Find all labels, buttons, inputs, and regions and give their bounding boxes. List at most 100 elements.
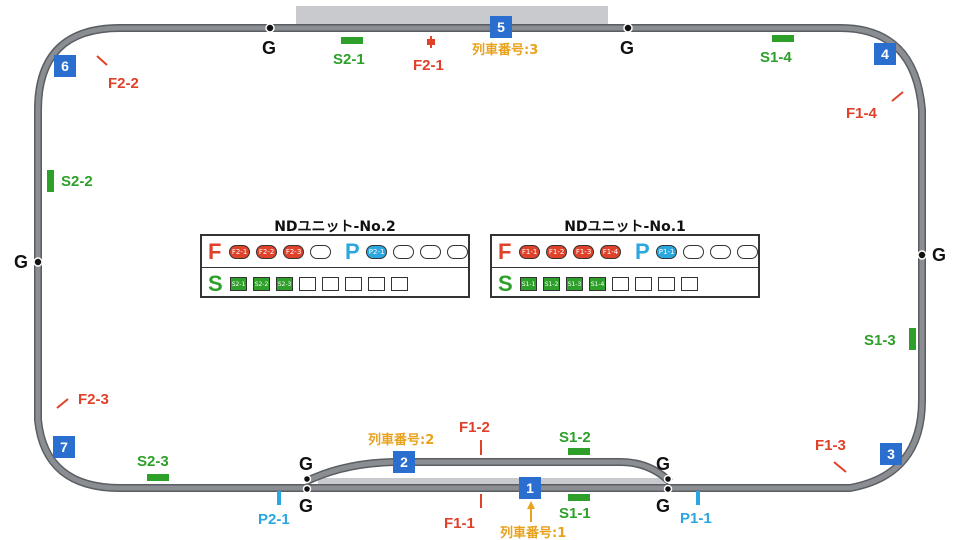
unit-2-s-row: S S2-1 S2-2 S2-3	[202, 268, 468, 300]
block-label-3: 3	[887, 446, 895, 462]
train-1-arrow-head	[527, 501, 535, 509]
s1-1-bar	[568, 494, 590, 501]
unit-2-s-slot	[391, 277, 408, 291]
unit-1-p-label: P	[634, 238, 650, 264]
block-label-1: 1	[526, 480, 534, 496]
gap-top-left-dot	[265, 23, 275, 33]
s1-2-bar	[568, 448, 590, 455]
unit-2-s-slot: S2-3	[276, 277, 293, 291]
unit-1-f-row: F F1-1 F1-2 F1-3 F1-4 P P1-1	[492, 236, 758, 268]
unit-1-s-slot	[612, 277, 629, 291]
block-box-4	[874, 43, 896, 65]
block-box-1	[519, 477, 541, 499]
unit-1-s-slot	[681, 277, 698, 291]
f2-3-mark	[56, 398, 69, 409]
s1-4-label: S1-4	[760, 49, 792, 66]
unit-1-f-slot: F1-2	[546, 244, 568, 259]
gap-markers	[33, 23, 927, 494]
train-label-3: 列車番号:3	[472, 42, 538, 58]
unit-1-p-slot: P1-1	[656, 244, 678, 259]
p2-1-bar	[277, 491, 281, 505]
s2-3-bar	[147, 474, 169, 481]
gap-bl-upper-dot	[302, 474, 312, 484]
unit-1-f-slot: F1-1	[519, 244, 541, 259]
s2-2-bar	[47, 170, 54, 192]
unit-2-s-slot	[368, 277, 385, 291]
unit-2-p-slot	[447, 244, 468, 259]
unit-2-f-slot	[310, 244, 331, 259]
unit-1-s-slot: S1-3	[566, 277, 583, 291]
train-label-1: 列車番号:1	[500, 525, 566, 540]
unit-1-p-slot	[710, 244, 732, 259]
block-label-4: 4	[881, 46, 889, 62]
unit-1-s-slot	[635, 277, 652, 291]
gap-label: G	[656, 496, 670, 516]
unit-1-s-slot: S1-2	[543, 277, 560, 291]
gap-bl-lower-dot	[302, 484, 312, 494]
unit-2-s-slot	[345, 277, 362, 291]
unit-2-f-row: F F2-1 F2-2 F2-3 P P2-1	[202, 236, 468, 268]
block-label-5: 5	[497, 19, 505, 35]
unit-2-f-label: F	[208, 238, 222, 264]
s2-2-label: S2-2	[61, 173, 93, 190]
unit-1-p-slot	[737, 244, 758, 259]
f1-2-label: F1-2	[459, 419, 490, 436]
unit-2-f-slot: F2-1	[229, 244, 251, 259]
s1-3-bar	[909, 328, 916, 350]
unit-2-f-slot: F2-3	[283, 244, 305, 259]
train-label-2: 列車番号:2	[368, 432, 434, 448]
s2-3-label: S2-3	[137, 453, 169, 470]
f2-2-mark	[96, 55, 108, 66]
unit-2-f-slot: F2-2	[256, 244, 278, 259]
unit-1-s-slot: S1-1	[520, 277, 537, 291]
unit-1-panel: F F1-1 F1-2 F1-3 F1-4 P P1-1 S S1-1 S1-2…	[490, 234, 760, 298]
gap-label: G	[14, 252, 28, 272]
block-label-7: 7	[60, 439, 68, 455]
block-box-7	[53, 436, 75, 458]
p1-1-bar	[696, 491, 700, 505]
block-box-3	[880, 443, 902, 465]
gap-br-lower-dot	[663, 484, 673, 494]
f1-3-label: F1-3	[815, 437, 846, 454]
unit-1-f-label: F	[498, 238, 512, 264]
f1-3-mark	[833, 461, 847, 473]
f2-1-head	[427, 39, 435, 45]
unit-2-s-label: S	[208, 271, 223, 296]
unit-2-s-slot: S2-2	[253, 277, 270, 291]
p2-1-label: P2-1	[258, 511, 290, 528]
unit-2-title: NDユニット-No.2	[274, 219, 396, 235]
gap-label: G	[932, 245, 946, 265]
unit-2-p-label: P	[344, 238, 360, 264]
block-label-6: 6	[61, 58, 69, 74]
unit-1-f-slot: F1-3	[573, 244, 595, 259]
gap-label: G	[299, 496, 313, 516]
unit-2-s-slot	[322, 277, 339, 291]
s1-2-label: S1-2	[559, 429, 591, 446]
unit-1-p-slot	[683, 244, 705, 259]
f1-4-label: F1-4	[846, 105, 878, 122]
gap-label: G	[656, 454, 670, 474]
gap-left-dot	[33, 257, 43, 267]
unit-2-p-slot: P2-1	[366, 244, 388, 259]
unit-2-s-slot: S2-1	[230, 277, 247, 291]
gap-top-right-dot	[623, 23, 633, 33]
gap-label: G	[262, 38, 276, 58]
s1-3-label: S1-3	[864, 332, 896, 349]
unit-2-p-slot	[420, 244, 442, 259]
unit-1-f-slot: F1-4	[600, 244, 621, 259]
gap-right-dot	[917, 250, 927, 260]
platform-top	[296, 6, 608, 24]
unit-2-p-slot	[393, 244, 415, 259]
unit-1-title: NDユニット-No.1	[564, 219, 686, 235]
p1-1-label: P1-1	[680, 510, 712, 527]
f2-2-label: F2-2	[108, 75, 139, 92]
s2-1-bar	[341, 37, 363, 44]
s1-4-bar	[772, 35, 794, 42]
block-label-2: 2	[400, 454, 408, 470]
unit-1-s-slot: S1-4	[589, 277, 606, 291]
main-loop-track-inner	[35, 25, 925, 491]
unit-2-s-slot	[299, 277, 316, 291]
gap-label: G	[620, 38, 634, 58]
unit-1-s-label: S	[498, 271, 513, 296]
